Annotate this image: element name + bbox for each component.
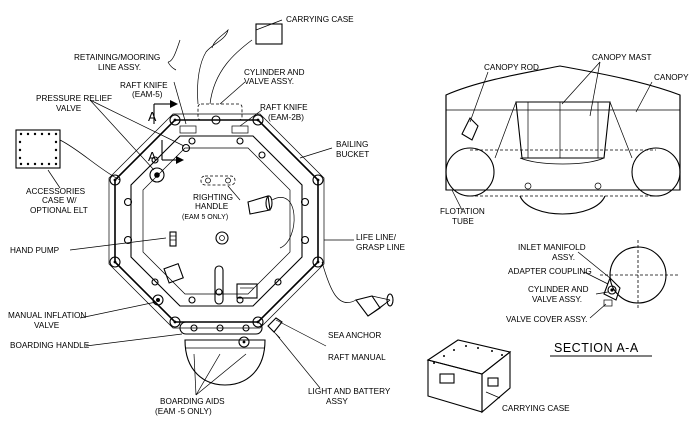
label-cyl-valve-detail-1: CYLINDER AND [528, 285, 589, 294]
label-manual-inflation-2: VALVE [34, 321, 60, 330]
label-raft-knife-eam5-2: (EAM-5) [132, 90, 163, 99]
raft-manual-pack [163, 262, 184, 284]
label-sea-anchor: SEA ANCHOR [328, 331, 381, 340]
canopy-outline [445, 65, 681, 191]
label-righting-3: (EAM 5 ONLY) [182, 214, 228, 221]
label-canopy-mast: CANOPY MAST [592, 53, 651, 62]
raft-top-view [59, 28, 394, 386]
cylinder-valve-assembly [197, 103, 243, 121]
inlet-manifold-detail [600, 240, 680, 310]
pressure-relief-valve [149, 167, 165, 183]
label-section-marker-left: A [148, 150, 157, 164]
label-carrying-case-bottom: CARRYING CASE [502, 404, 570, 413]
label-retaining-line-2: LINE ASSY. [98, 63, 141, 72]
label-raft-knife-eam2b-2: (EAM-2B) [268, 113, 304, 122]
leader-lines [47, 19, 354, 396]
raft-knife-eam2b [231, 125, 249, 134]
label-life-line-2: GRASP LINE [356, 243, 406, 252]
flotation-tube-left [445, 147, 495, 197]
life-line [108, 113, 325, 329]
section-arrow-top [153, 100, 178, 124]
label-accessories-1: ACCESSORIES [26, 187, 86, 196]
label-pressure-relief-1: PRESSURE RELIEF [36, 94, 112, 103]
label-inlet-manifold-1: INLET MANIFOLD [518, 243, 586, 252]
label-retaining-line-1: RETAINING/MOORING [74, 53, 160, 62]
raft-floor [142, 147, 291, 295]
section-leaders [451, 61, 653, 211]
sea-anchor [321, 261, 394, 317]
label-valve-cover: VALVE COVER ASSY. [506, 315, 587, 324]
label-light-battery-2: ASSY [326, 397, 348, 406]
light-battery-box [236, 283, 258, 299]
label-cylinder-valve-2: VALVE ASSY. [244, 77, 294, 86]
label-boarding-aids-2: (EAM -5 ONLY) [155, 407, 212, 416]
label-carrying-case-top: CARRYING CASE [286, 15, 354, 24]
label-righting-2: HANDLE [195, 202, 229, 211]
raft-floor-section [519, 195, 606, 215]
label-raft-knife-eam5-1: RAFT KNIFE [120, 81, 168, 90]
raft-knife-eam5 [179, 125, 197, 134]
label-raft-manual: RAFT MANUAL [328, 353, 386, 362]
detail-leaders [577, 251, 611, 319]
label-righting-1: RIGHTING [193, 193, 233, 202]
center-handle [214, 265, 224, 305]
label-canopy: CANOPY [654, 73, 689, 82]
label-boarding-handle: BOARDING HANDLE [10, 341, 90, 350]
label-hand-pump: HAND PUMP [10, 246, 60, 255]
label-accessories-3: OPTIONAL ELT [30, 206, 88, 215]
canopy-section-view [445, 65, 681, 215]
section-arrow-left [161, 140, 184, 164]
light-assembly [267, 317, 283, 339]
retaining-line [197, 28, 229, 105]
carrying-case-top [255, 23, 283, 45]
canopy-rod [461, 117, 479, 141]
manual-inflation-valve [152, 294, 164, 306]
label-manual-inflation-1: MANUAL INFLATION [8, 311, 86, 320]
label-light-battery-1: LIGHT AND BATTERY [308, 387, 391, 396]
label-life-line-1: LIFE LINE/ [356, 233, 397, 242]
bailing-bucket [247, 195, 295, 249]
carrying-case-bottom [426, 339, 512, 414]
label-cyl-valve-detail-2: VALVE ASSY. [532, 295, 582, 304]
boarding-aids-flap [184, 339, 266, 386]
label-bailing-bucket-1: BAILING [336, 140, 368, 149]
label-section-marker-top: A [148, 110, 157, 124]
grasp-line-fittings [109, 114, 324, 348]
label-boarding-aids-1: BOARDING AIDS [160, 397, 225, 406]
righting-handle [200, 175, 236, 186]
label-inlet-manifold-2: ASSY. [552, 253, 575, 262]
label-canopy-rod: CANOPY ROD [484, 63, 539, 72]
label-flotation-2: TUBE [452, 217, 474, 226]
inflation-port [215, 231, 229, 245]
hand-pump [169, 231, 177, 247]
boarding-handle [179, 321, 263, 335]
label-accessories-2: CASE W/ [42, 196, 77, 205]
pressure-relief-port [181, 143, 191, 153]
flotation-tube-right [631, 147, 681, 197]
section-title: SECTION A-A [554, 341, 639, 355]
accessories-case [15, 129, 61, 169]
label-flotation-1: FLOTATION [440, 207, 485, 216]
label-raft-knife-eam2b-1: RAFT KNIFE [260, 103, 308, 112]
label-adapter-coupling: ADAPTER COUPLING [508, 267, 592, 276]
label-cylinder-valve-1: CYLINDER AND [244, 68, 305, 77]
raft-inner-tube [130, 135, 303, 307]
label-bailing-bucket-2: BUCKET [336, 150, 369, 159]
label-pressure-relief-2: VALVE [56, 104, 82, 113]
